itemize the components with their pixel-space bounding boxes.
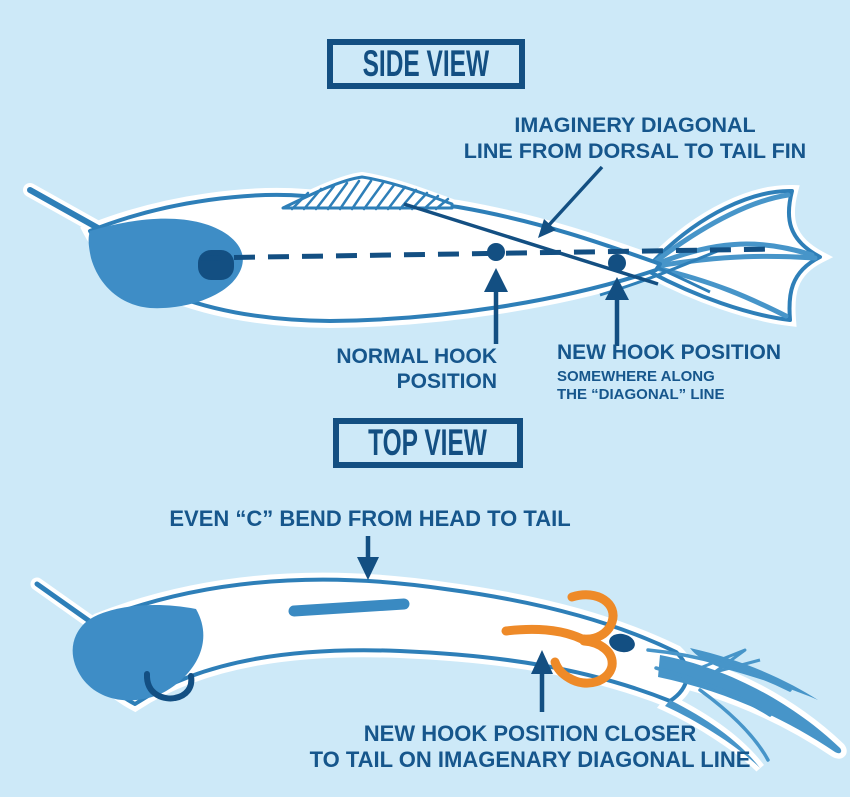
side-fish-tail — [599, 188, 822, 322]
top-fish-lateral-stripe — [288, 598, 410, 617]
side-fish-dorsal-fin — [281, 175, 454, 211]
bend-label: EVEN “C” BEND FROM HEAD TO TAIL — [169, 506, 571, 531]
new-hook-label-sub1: SOMEWHERE ALONG — [557, 368, 715, 385]
top-fish-tail — [646, 648, 842, 768]
normal-hook-label: NORMAL HOOK POSITION — [336, 345, 497, 393]
top-hook-arrow — [531, 650, 553, 712]
top-view-title: TOP VIEW — [368, 421, 488, 463]
top-fish-hook-eye — [144, 671, 195, 702]
new-hook-label-title: NEW HOOK POSITION — [557, 341, 782, 364]
diagonal-caption-line2: LINE FROM DORSAL TO TAIL FIN — [463, 139, 807, 163]
new-hook-dot — [608, 254, 626, 272]
side-view-title: SIDE VIEW — [362, 42, 490, 84]
normal-hook-dot — [487, 243, 505, 261]
orange-hook — [501, 590, 618, 688]
diagonal-caption-line1: IMAGINERY DIAGONAL — [514, 113, 756, 137]
diagonal-caption: IMAGINERY DIAGONAL LINE FROM DORSAL TO T… — [405, 112, 850, 164]
side-view-title-box: SIDE VIEW — [327, 39, 525, 89]
side-fish-head — [88, 218, 243, 309]
side-view-fish — [23, 165, 834, 346]
side-fish-hook-eye — [198, 250, 234, 280]
top-new-hook-dot — [609, 633, 635, 653]
side-fish-body — [88, 193, 662, 323]
top-fish-head — [72, 605, 204, 701]
new-hook-label-sub2: THE “DIAGONAL” LINE — [557, 386, 725, 403]
top-hook-label: NEW HOOK POSITION CLOSER TO TAIL ON IMAG… — [309, 721, 751, 772]
bend-arrow — [357, 536, 379, 580]
new-hook-arrow — [605, 277, 629, 346]
normal-hook-arrow — [484, 268, 508, 344]
diagonal-pointer-arrow — [538, 165, 604, 238]
top-view-title-box: TOP VIEW — [333, 418, 523, 468]
top-view-fish — [30, 536, 847, 772]
new-hook-label: NEW HOOK POSITION SOMEWHERE ALONG THE “D… — [557, 341, 817, 404]
